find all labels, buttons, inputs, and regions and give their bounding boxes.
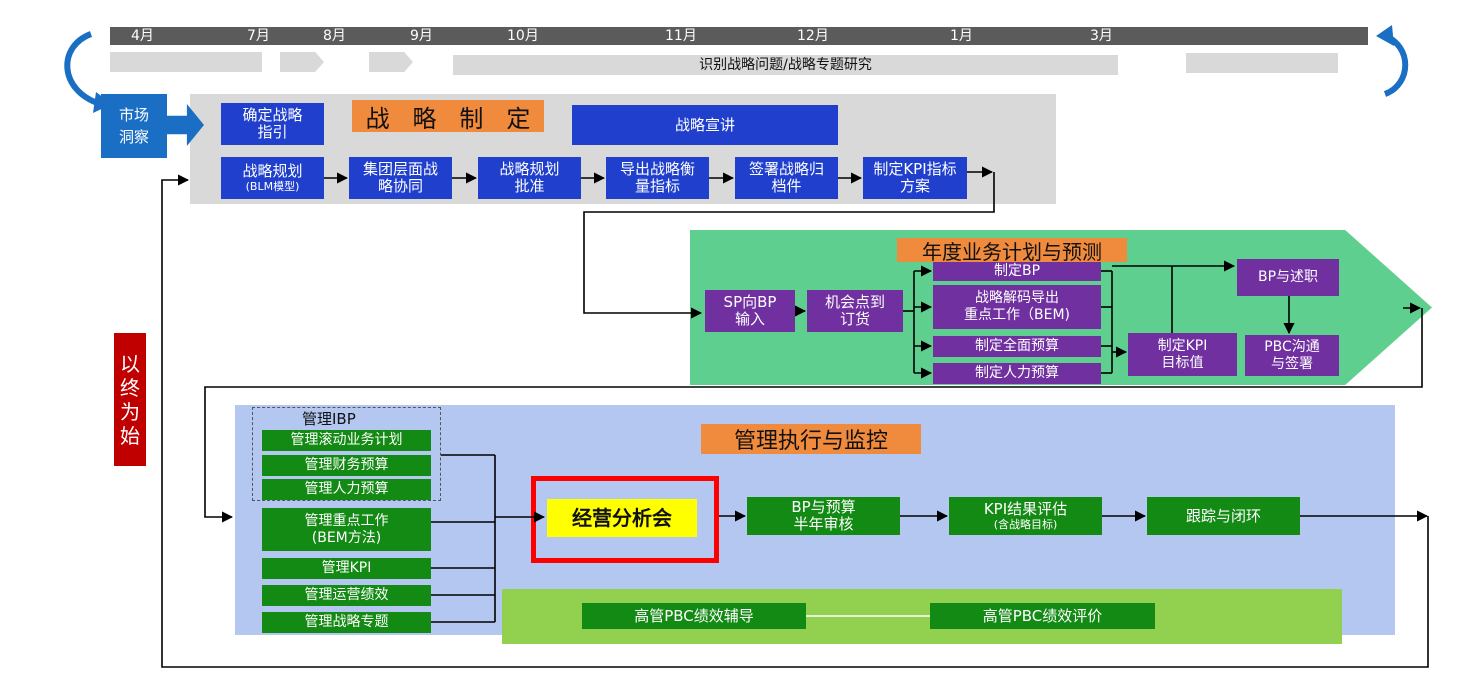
execution-title: 管理执行与监控: [701, 424, 921, 454]
strategy-step: 签署战略归 档件: [735, 157, 838, 199]
opportunity-to-order: 机会点到 订货: [807, 290, 903, 332]
tracking-closure: 跟踪与闭环: [1147, 497, 1300, 535]
kpi-evaluation-label: KPI结果评估: [983, 499, 1068, 518]
market-insight: 市场 洞察: [101, 94, 167, 158]
make-bp: 制定BP: [933, 262, 1101, 281]
research-segment: 识别战略问题/战略专题研究: [453, 55, 1118, 75]
key-work: 管理重点工作 (BEM方法): [262, 508, 431, 551]
business-analysis-meeting: 经营分析会: [547, 499, 697, 537]
timeline-segment: [110, 52, 262, 72]
strategy-step: 导出战略衡 量指标: [606, 157, 709, 199]
ibp-item: 管理人力预算: [262, 479, 431, 500]
timeline-segment: [1186, 53, 1338, 73]
strategy-title: 战 略 制 定: [352, 100, 544, 133]
strategy-briefing: 战略宣讲: [572, 105, 838, 145]
pbc-coaching: 高管PBC绩效辅导: [582, 603, 806, 629]
month-label: 4月: [131, 28, 154, 44]
manage-kpi: 管理KPI: [262, 558, 431, 579]
month-label: 1月: [950, 28, 973, 44]
kpi-evaluation: KPI结果评估 (含战略目标): [949, 497, 1102, 535]
ibp-item: 管理滚动业务计划: [262, 430, 431, 451]
strategy-decoding: 战略解码导出 重点工作（BEM): [933, 285, 1101, 329]
strategy-step: 战略规划 (BLM模型): [221, 157, 324, 199]
step-sub: (BLM模型): [245, 179, 300, 193]
left-banner-text: 以终为始: [120, 351, 140, 448]
month-label: 11月: [665, 28, 697, 44]
kpi-target: 制定KPI 目标值: [1128, 333, 1237, 376]
pbc-communication: PBC沟通 与签署: [1245, 335, 1339, 376]
strategy-title-text: 战 略 制 定: [365, 104, 531, 133]
sp-input: SP向BP 输入: [705, 290, 795, 332]
ibp-item: 管理财务预算: [262, 455, 431, 476]
step-label: 战略规划: [242, 161, 303, 180]
bp-review: BP与预算 半年审核: [747, 497, 900, 535]
bp-report: BP与述职: [1237, 259, 1339, 296]
month-label: 8月: [323, 28, 346, 44]
annual-plan-title-text: 年度业务计划与预测: [922, 239, 1102, 264]
hr-budget: 制定人力预算: [933, 363, 1101, 384]
strategy-guidance: 确定战略 指引: [221, 103, 324, 145]
strategy-step: 集团层面战 略协同: [349, 157, 452, 199]
strategy-step: 制定KPI指标 方案: [863, 157, 967, 199]
loop-arrow-left-icon: [64, 31, 102, 107]
kpi-evaluation-sub: (含战略目标): [993, 517, 1058, 531]
timeline-segment: [369, 52, 413, 72]
total-budget: 制定全面预算: [933, 336, 1101, 357]
month-label: 3月: [1090, 28, 1113, 44]
month-label: 9月: [410, 28, 433, 44]
month-label: 7月: [247, 28, 270, 44]
manage-ops: 管理运营绩效: [262, 585, 431, 606]
timeline-segment: [280, 52, 324, 72]
month-label: 12月: [797, 28, 829, 44]
timeline-bar: [110, 27, 1368, 45]
month-label: 10月: [507, 28, 539, 44]
strategy-step: 战略规划 批准: [478, 157, 581, 199]
left-banner: 以终为始: [114, 333, 146, 466]
manage-topics: 管理战略专题: [262, 612, 431, 633]
loop-arrow-right-icon: [1383, 33, 1409, 97]
execution-title-text: 管理执行与监控: [733, 429, 888, 454]
pbc-evaluation: 高管PBC绩效评价: [930, 603, 1155, 629]
ibp-title: 管理IBP: [302, 410, 356, 428]
annual-plan-title: 年度业务计划与预测: [897, 238, 1127, 264]
